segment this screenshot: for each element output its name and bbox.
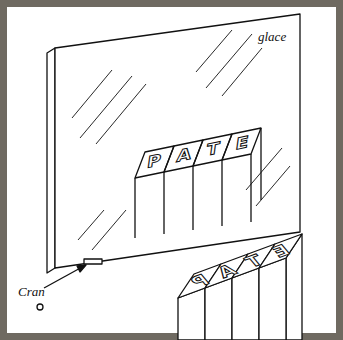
glass-label: glace [258,30,286,43]
glass-hatching [72,30,290,250]
letter-blocks [178,234,302,340]
glass-edge [47,48,55,273]
notch-label: Cran [18,285,45,298]
reflected-letter: A [176,145,193,164]
reflected-letter: E [235,134,250,153]
glass-plate [55,14,300,268]
reflected-letter: T [206,140,221,159]
reflected-blocks [135,128,261,238]
glass-notch [84,259,102,264]
reflected-letter: P [146,152,162,171]
leader-arrowhead [77,265,86,272]
notch-hook [37,304,43,310]
